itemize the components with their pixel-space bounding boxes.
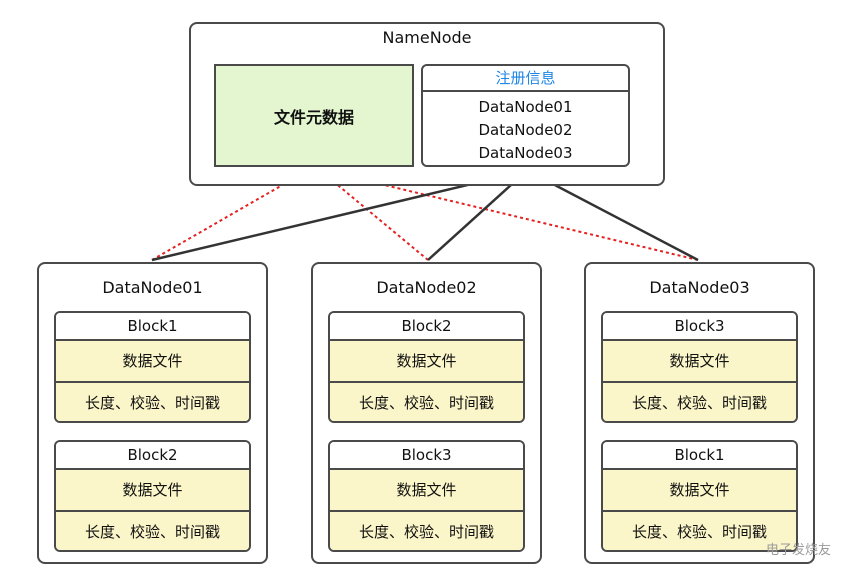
metadata-label: 文件元数据 [273,107,354,127]
solid-arrow-dn03-registry [528,170,699,262]
registry-item-datanode02: DataNode02 [478,121,573,139]
block-meta-info: 长度、校验、时间戳 [603,512,796,550]
watermark-text: 电子发烧友 [765,543,831,558]
registry-box: 注册信息 DataNode01 DataNode02 DataNode03 [421,64,630,167]
metadata-box: 文件元数据 [214,64,414,167]
block-name: Block2 [56,442,249,470]
datanode02-block-1: Block2 数据文件 长度、校验、时间戳 [328,311,525,423]
block-data-file: 数据文件 [56,341,249,383]
block-data-file: 数据文件 [56,470,249,512]
block-meta-info: 长度、校验、时间戳 [56,512,249,550]
block-data-file: 数据文件 [330,341,523,383]
datanode03-title: DataNode03 [649,278,750,297]
block-meta-info: 长度、校验、时间戳 [330,383,523,421]
namenode-title: NameNode [382,28,472,47]
block-data-file: 数据文件 [603,470,796,512]
dotted-arrow-dn02-metadata [320,170,429,261]
block-name: Block3 [603,313,796,341]
block-data-file: 数据文件 [603,341,796,383]
datanode02-title: DataNode02 [376,278,477,297]
block-name: Block3 [330,442,523,470]
solid-arrow-dn01-registry [151,169,520,262]
registry-item-datanode03: DataNode03 [478,144,573,162]
datanode03-block-2: Block1 数据文件 长度、校验、时间戳 [601,440,798,552]
datanode01-title: DataNode01 [102,278,203,297]
registry-title: 注册信息 [423,66,628,92]
solid-arrow-dn02-registry [427,173,524,261]
datanode01-block-2: Block2 数据文件 长度、校验、时间戳 [54,440,251,552]
block-meta-info: 长度、校验、时间戳 [603,383,796,421]
datanode02-block-2: Block3 数据文件 长度、校验、时间戳 [328,440,525,552]
block-name: Block1 [603,442,796,470]
block-meta-info: 长度、校验、时间戳 [330,512,523,550]
block-name: Block1 [56,313,249,341]
block-data-file: 数据文件 [330,470,523,512]
registry-item-datanode01: DataNode01 [478,98,573,116]
block-meta-info: 长度、校验、时间戳 [56,383,249,421]
block-name: Block2 [330,313,523,341]
datanode01-block-1: Block1 数据文件 长度、校验、时间戳 [54,311,251,423]
datanode03-block-1: Block3 数据文件 长度、校验、时间戳 [601,311,798,423]
